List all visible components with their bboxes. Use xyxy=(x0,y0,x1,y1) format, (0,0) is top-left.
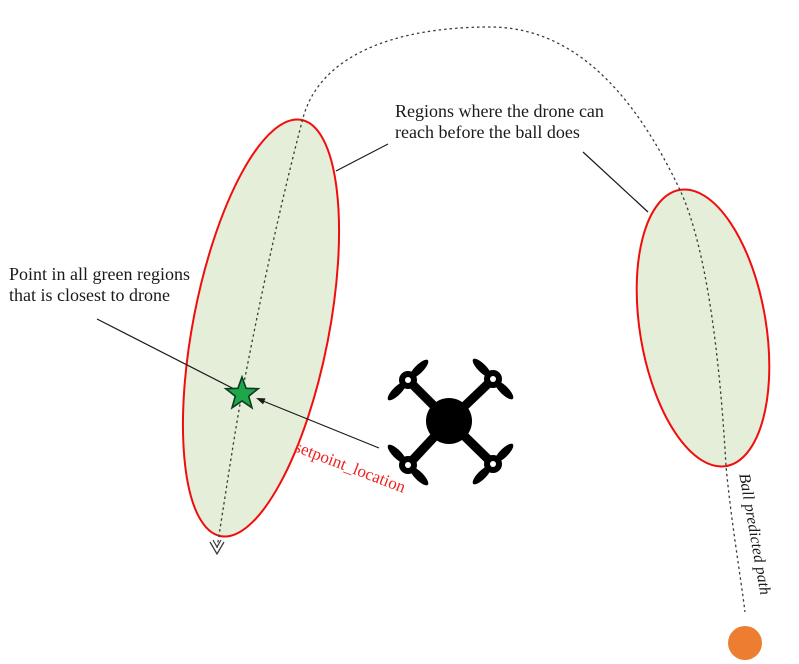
regions-annotation-line2: reach before the ball does xyxy=(395,122,580,142)
closest-point-annotation-line2: that is closest to drone xyxy=(9,285,170,305)
ball-predicted-path-curve xyxy=(216,26,746,613)
reachable-region-left xyxy=(181,118,341,538)
setpoint-arrow-line xyxy=(262,400,380,449)
leader-regions-to-left-ellipse xyxy=(335,143,389,172)
setpoint-star-icon xyxy=(223,374,261,410)
drone-icon xyxy=(387,358,514,486)
regions-annotation-line1: Regions where the drone can xyxy=(395,101,604,121)
closest-point-annotation: Point in all green regions that is close… xyxy=(9,264,190,306)
ball-icon xyxy=(728,626,762,660)
regions-annotation: Regions where the drone can reach before… xyxy=(395,101,604,143)
closest-point-annotation-line1: Point in all green regions xyxy=(9,264,190,284)
leader-point-label-to-star xyxy=(96,318,241,393)
setpoint-arrowhead-icon xyxy=(256,398,266,405)
reachable-region-right xyxy=(635,188,771,468)
trajectory-arrowhead-icon xyxy=(209,541,225,556)
leader-regions-to-right-ellipse xyxy=(582,151,649,213)
trajectory-arrowhead-inner-icon xyxy=(212,539,222,549)
